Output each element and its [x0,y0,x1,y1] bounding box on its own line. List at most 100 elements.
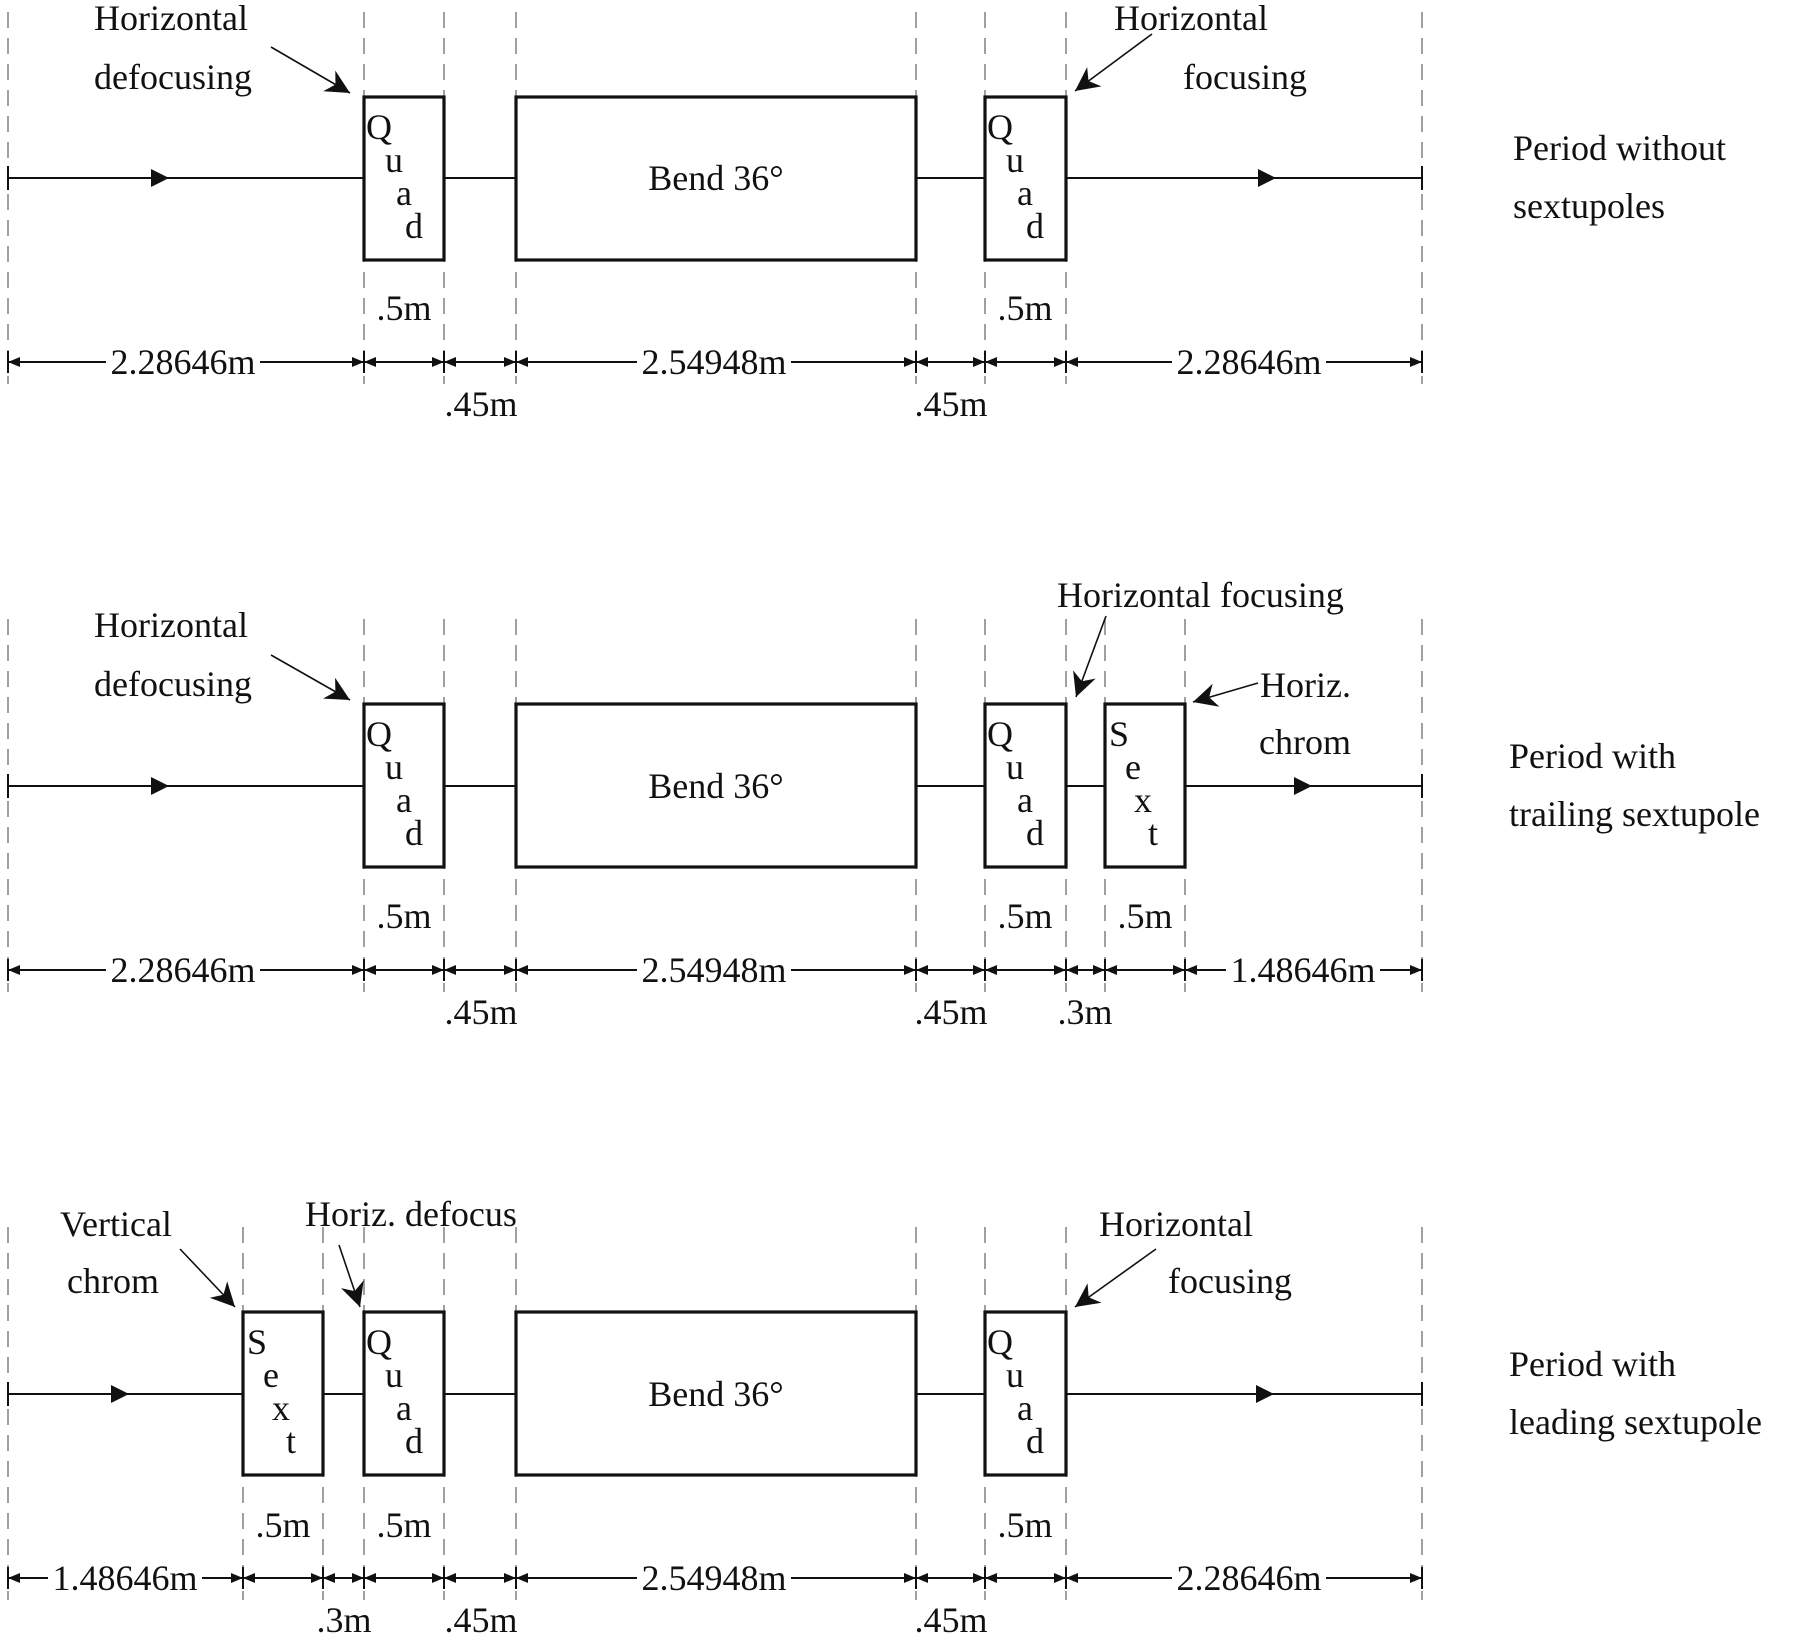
period-title: Period with [1509,1344,1676,1384]
dimension-arrowhead [985,1573,997,1583]
annotation-text: Horiz. defocus [305,1194,517,1234]
dimension-arrowhead [516,357,528,367]
element-length-label: .5m [255,1505,310,1545]
element-box [514,1310,918,1477]
beam-direction-arrow [111,1385,129,1403]
element-box [983,702,1068,869]
period-title: leading sextupole [1509,1402,1762,1442]
element-letter: x [1134,780,1152,820]
dimension-arrowhead [1054,965,1066,975]
bend-label: Bend 36° [648,766,783,806]
dimension-arrowhead [1410,357,1422,367]
annotation-text: Vertical [60,1204,172,1244]
annotation: Horiz.chrom [1192,665,1351,762]
element-letter: d [1026,813,1044,853]
element-letter: a [396,780,412,820]
annotation-text: defocusing [94,664,252,704]
dimension-arrowhead [1105,965,1117,975]
element-letter: a [1017,173,1033,213]
span-length-label: 2.28646m [110,342,255,382]
drift-length-label: .45m [444,384,517,424]
label-mask [637,950,791,990]
dimension-arrowhead [973,965,985,975]
label-mask [106,950,260,990]
label-mask [1226,950,1380,990]
drift-length-label: .45m [914,384,987,424]
bend-magnet: Bend 36° [514,702,918,869]
dimension-arrowhead [1173,965,1185,975]
dimension-arrowhead [504,965,516,975]
span-length-label: 2.54948m [641,342,786,382]
span-length-label: 2.28646m [110,950,255,990]
element-letter: t [286,1421,296,1461]
dimension-arrowhead [1054,357,1066,367]
dimension-arrowhead [432,965,444,975]
dimension-arrowhead [504,357,516,367]
dimension-arrowhead [1185,965,1197,975]
bend-label: Bend 36° [648,1374,783,1414]
element-box [362,1310,446,1477]
dimension-arrowhead [243,1573,255,1583]
dimension-arrowhead [516,1573,528,1583]
label-mask [1172,342,1326,382]
element-box [514,95,918,262]
beam-direction-arrow [1258,169,1276,187]
dimension-arrowhead [516,965,528,975]
dimension-arrowhead [432,357,444,367]
dimension-arrowhead [352,357,364,367]
element-length-label: .5m [997,896,1052,936]
element-letter: d [1026,1421,1044,1461]
leader-arrow [270,654,351,701]
element-letter: d [405,206,423,246]
element-letter: Q [366,1322,392,1362]
leader-arrow [338,1244,364,1308]
annotation: Horizontal focusing [1057,575,1344,698]
element-length-label: .5m [376,288,431,328]
element-letter: d [1026,206,1044,246]
dimension-arrowhead [1066,965,1078,975]
element-letter: t [1148,813,1158,853]
dimension-arrowhead [364,1573,376,1583]
span-length-label: 2.54948m [641,1558,786,1598]
dimension-arrowhead [8,357,20,367]
element-box [362,95,446,262]
drift-length-label: .3m [316,1600,371,1640]
annotation-text: focusing [1168,1261,1292,1301]
dimension-arrowhead [323,1573,335,1583]
dimension-arrowhead [1410,1573,1422,1583]
element-letter: a [1017,780,1033,820]
element-letter: u [385,747,403,787]
dimension-arrowhead [904,1573,916,1583]
dimension-arrowhead [352,1573,364,1583]
annotation-text: Horizontal focusing [1057,575,1344,615]
leader-arrow [179,1248,236,1308]
element-box [1103,702,1187,869]
element-letter: a [396,1388,412,1428]
dimension-arrowhead [231,1573,243,1583]
dimension-arrowhead [444,1573,456,1583]
element-letter: d [405,1421,423,1461]
element-letter: e [263,1355,279,1395]
annotation-text: focusing [1183,57,1307,97]
dimension-arrowhead [444,965,456,975]
element-box [983,95,1068,262]
bend-label: Bend 36° [648,158,783,198]
element-letter: Q [366,714,392,754]
dimension-arrowhead [432,1573,444,1583]
drift-length-label: .45m [914,992,987,1032]
dimension-arrowhead [985,965,997,975]
element-letter: u [385,140,403,180]
element-letter: Q [987,714,1013,754]
leader-arrow [1073,615,1107,698]
span-length-label: 1.48646m [1230,950,1375,990]
